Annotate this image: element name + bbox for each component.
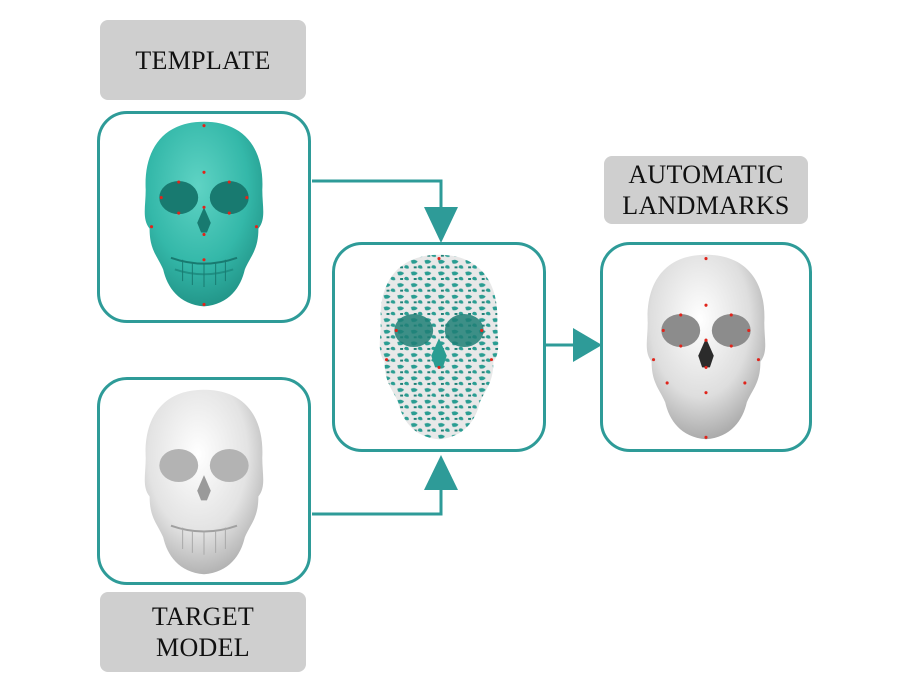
automatic-landmarks-panel [600, 242, 812, 452]
overlay-skull-icon [379, 254, 499, 440]
target-label-line1: TARGET [151, 602, 255, 631]
target-label-line2: MODEL [156, 633, 250, 662]
arrow-up-icon [424, 455, 458, 490]
target-to-registration-connector [312, 487, 443, 516]
template-to-registration-connector [312, 179, 443, 210]
template-label-text: TEMPLATE [135, 45, 271, 75]
target-model-panel [97, 377, 311, 585]
arrow-down-icon [424, 207, 458, 243]
landmarked-skull-icon [646, 254, 766, 440]
arrow-right-icon [573, 328, 602, 362]
automatic-landmarks-label: AUTOMATIC LANDMARKS [604, 156, 808, 224]
registration-panel [332, 242, 546, 452]
target-model-label: TARGET MODEL [100, 592, 306, 672]
teal-skull-icon [144, 121, 264, 307]
template-label: TEMPLATE [100, 20, 306, 100]
automatic-label-line1: AUTOMATIC [628, 160, 784, 189]
template-panel [97, 111, 311, 323]
automatic-label-line2: LANDMARKS [622, 191, 790, 220]
white-skull-icon [144, 389, 264, 575]
